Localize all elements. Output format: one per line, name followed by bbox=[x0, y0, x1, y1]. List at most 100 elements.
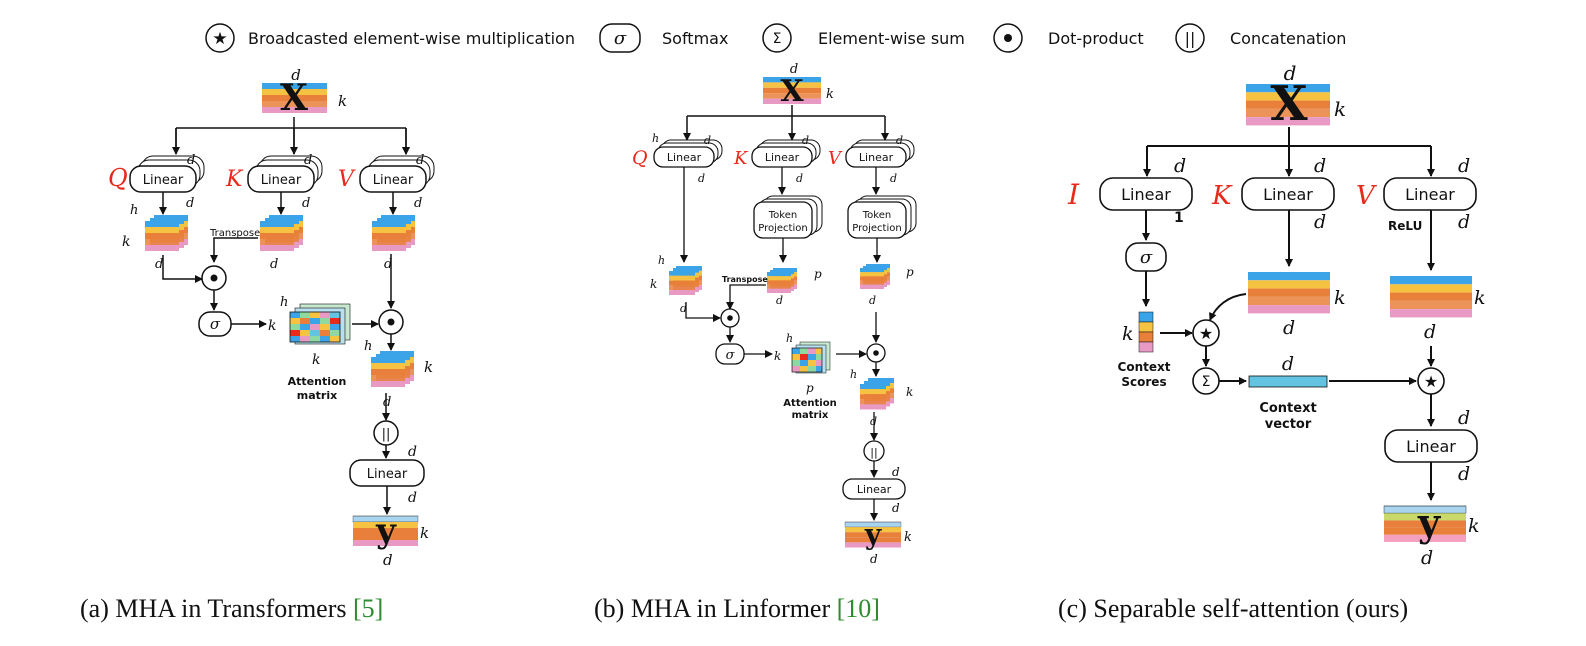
svg-text:Linear: Linear bbox=[857, 483, 892, 496]
svg-text:vector: vector bbox=[1265, 417, 1312, 432]
svg-text:k: k bbox=[650, 277, 657, 291]
softmax-b: σ bbox=[715, 343, 745, 365]
svg-text:d: d bbox=[383, 551, 393, 569]
softmax-c: σ bbox=[1125, 242, 1167, 272]
q-tensor-b: h k d bbox=[650, 254, 702, 315]
svg-text:d: d bbox=[186, 196, 194, 211]
svg-text:d: d bbox=[870, 552, 878, 566]
svg-text:X: X bbox=[280, 77, 308, 119]
svg-text:k: k bbox=[312, 352, 320, 368]
svg-text:Σ: Σ bbox=[1202, 374, 1211, 390]
linear-out-b: Linear d d bbox=[842, 465, 906, 515]
legend: ★ Broadcasted element-wise multiplicatio… bbox=[205, 23, 1346, 53]
svg-text:p: p bbox=[814, 267, 822, 281]
k-tensor-b: p d Transpose bbox=[722, 267, 822, 307]
svg-text:h: h bbox=[658, 254, 665, 267]
svg-text:d: d bbox=[1314, 155, 1326, 177]
svg-text:d: d bbox=[1314, 211, 1326, 233]
svg-text:matrix: matrix bbox=[297, 389, 337, 402]
panel-b-mha-linformer: X d k Linear Q h d d Linear K d d bbox=[632, 62, 917, 566]
input-x-a: X d k bbox=[262, 66, 347, 119]
svg-text:Token: Token bbox=[862, 210, 891, 221]
svg-text:Σ: Σ bbox=[773, 31, 782, 47]
value-tensor-c: k d bbox=[1390, 276, 1486, 343]
svg-text:d: d bbox=[1458, 463, 1470, 485]
concat-b: || bbox=[863, 440, 885, 462]
linear-v-a: Linear V d d bbox=[338, 153, 435, 211]
svg-text:||: || bbox=[382, 427, 391, 442]
svg-text:σ: σ bbox=[1140, 247, 1153, 268]
output-y-a: y k d bbox=[352, 511, 429, 569]
caption-b: (b) MHA in Linformer [10] bbox=[594, 594, 880, 623]
svg-text:Projection: Projection bbox=[758, 223, 807, 234]
svg-text:X: X bbox=[1270, 76, 1308, 132]
svg-text:d: d bbox=[408, 444, 417, 460]
citation-10[interactable]: [10] bbox=[837, 594, 880, 623]
svg-text:d: d bbox=[796, 172, 803, 185]
svg-text:y: y bbox=[1417, 500, 1441, 545]
svg-text:h: h bbox=[280, 295, 288, 310]
svg-text:Q: Q bbox=[108, 164, 128, 192]
svg-text:V: V bbox=[828, 148, 843, 169]
svg-text:h: h bbox=[850, 368, 857, 381]
star-mult-c2: ★ bbox=[1417, 367, 1445, 395]
linear-k-c: Linear K d d bbox=[1211, 155, 1335, 233]
svg-text:d: d bbox=[383, 395, 391, 410]
svg-text:Q: Q bbox=[632, 147, 648, 169]
svg-text:★: ★ bbox=[212, 29, 227, 49]
svg-text:d: d bbox=[1283, 317, 1295, 339]
star-mult-c1: ★ bbox=[1192, 319, 1220, 347]
svg-text:d: d bbox=[1458, 211, 1470, 233]
input-x-c: X d k bbox=[1246, 61, 1346, 132]
svg-text:||: || bbox=[1185, 29, 1196, 48]
context-vector-c: d Context vector bbox=[1248, 353, 1328, 432]
legend-softmax-label: Softmax bbox=[662, 29, 728, 48]
svg-text:Linear: Linear bbox=[859, 151, 894, 164]
k-tensor-a: d Transpose bbox=[209, 215, 303, 272]
svg-text:d: d bbox=[698, 172, 705, 185]
svg-text:Linear: Linear bbox=[1406, 437, 1456, 456]
input-x-b: X d k bbox=[763, 62, 834, 109]
svg-text:d: d bbox=[155, 257, 163, 272]
q-tensor-a: h k d bbox=[122, 203, 188, 272]
context-scores-c: k Context Scores bbox=[1118, 311, 1171, 389]
svg-text:Linear: Linear bbox=[1405, 185, 1455, 204]
svg-text:d: d bbox=[384, 257, 392, 272]
svg-text:k: k bbox=[420, 524, 429, 542]
citation-5[interactable]: [5] bbox=[353, 594, 383, 623]
svg-text:Context: Context bbox=[1259, 401, 1316, 416]
sigma-legend-icon: σ bbox=[599, 23, 641, 53]
svg-text:ReLU: ReLU bbox=[1388, 219, 1422, 233]
svg-text:Transpose: Transpose bbox=[209, 228, 260, 239]
panel-c-separable-self-attention: X d k Linear I d 1 Linear K d d Linear V… bbox=[1067, 61, 1486, 569]
svg-text:Linear: Linear bbox=[667, 151, 702, 164]
caption-a: (a) MHA in Transformers [5] bbox=[80, 594, 383, 623]
svg-text:★: ★ bbox=[1199, 324, 1213, 343]
legend-dot-label: Dot-product bbox=[1048, 29, 1144, 48]
svg-text:k: k bbox=[1474, 287, 1486, 309]
svg-text:d: d bbox=[414, 196, 422, 211]
svg-text:h: h bbox=[786, 332, 793, 345]
output-y-b: y k d bbox=[844, 518, 912, 566]
v-tensor-a: d bbox=[372, 215, 415, 272]
svg-text:d: d bbox=[1174, 155, 1186, 177]
svg-text:d: d bbox=[1282, 353, 1294, 375]
svg-text:Projection: Projection bbox=[852, 223, 901, 234]
svg-text:Linear: Linear bbox=[367, 467, 408, 482]
svg-text:k: k bbox=[826, 87, 834, 102]
svg-text:d: d bbox=[892, 465, 900, 479]
svg-text:Linear: Linear bbox=[143, 173, 184, 188]
svg-text:Attention: Attention bbox=[288, 375, 347, 388]
key-tensor-c: k d bbox=[1248, 272, 1346, 339]
attention-matrix-b: k h p Attention matrix bbox=[774, 332, 837, 421]
svg-text:K: K bbox=[225, 167, 244, 192]
head-output-b: h k d bbox=[850, 368, 913, 428]
svg-text:d: d bbox=[270, 257, 278, 272]
svg-text:d: d bbox=[892, 501, 900, 515]
svg-text:d: d bbox=[302, 196, 310, 211]
svg-text:(c) Separable self-attention (: (c) Separable self-attention (ours) bbox=[1058, 594, 1408, 623]
token-projection-v-b: Token Projection bbox=[847, 195, 917, 239]
output-y-c: y k d bbox=[1383, 500, 1480, 569]
dot-legend-icon bbox=[993, 23, 1023, 53]
